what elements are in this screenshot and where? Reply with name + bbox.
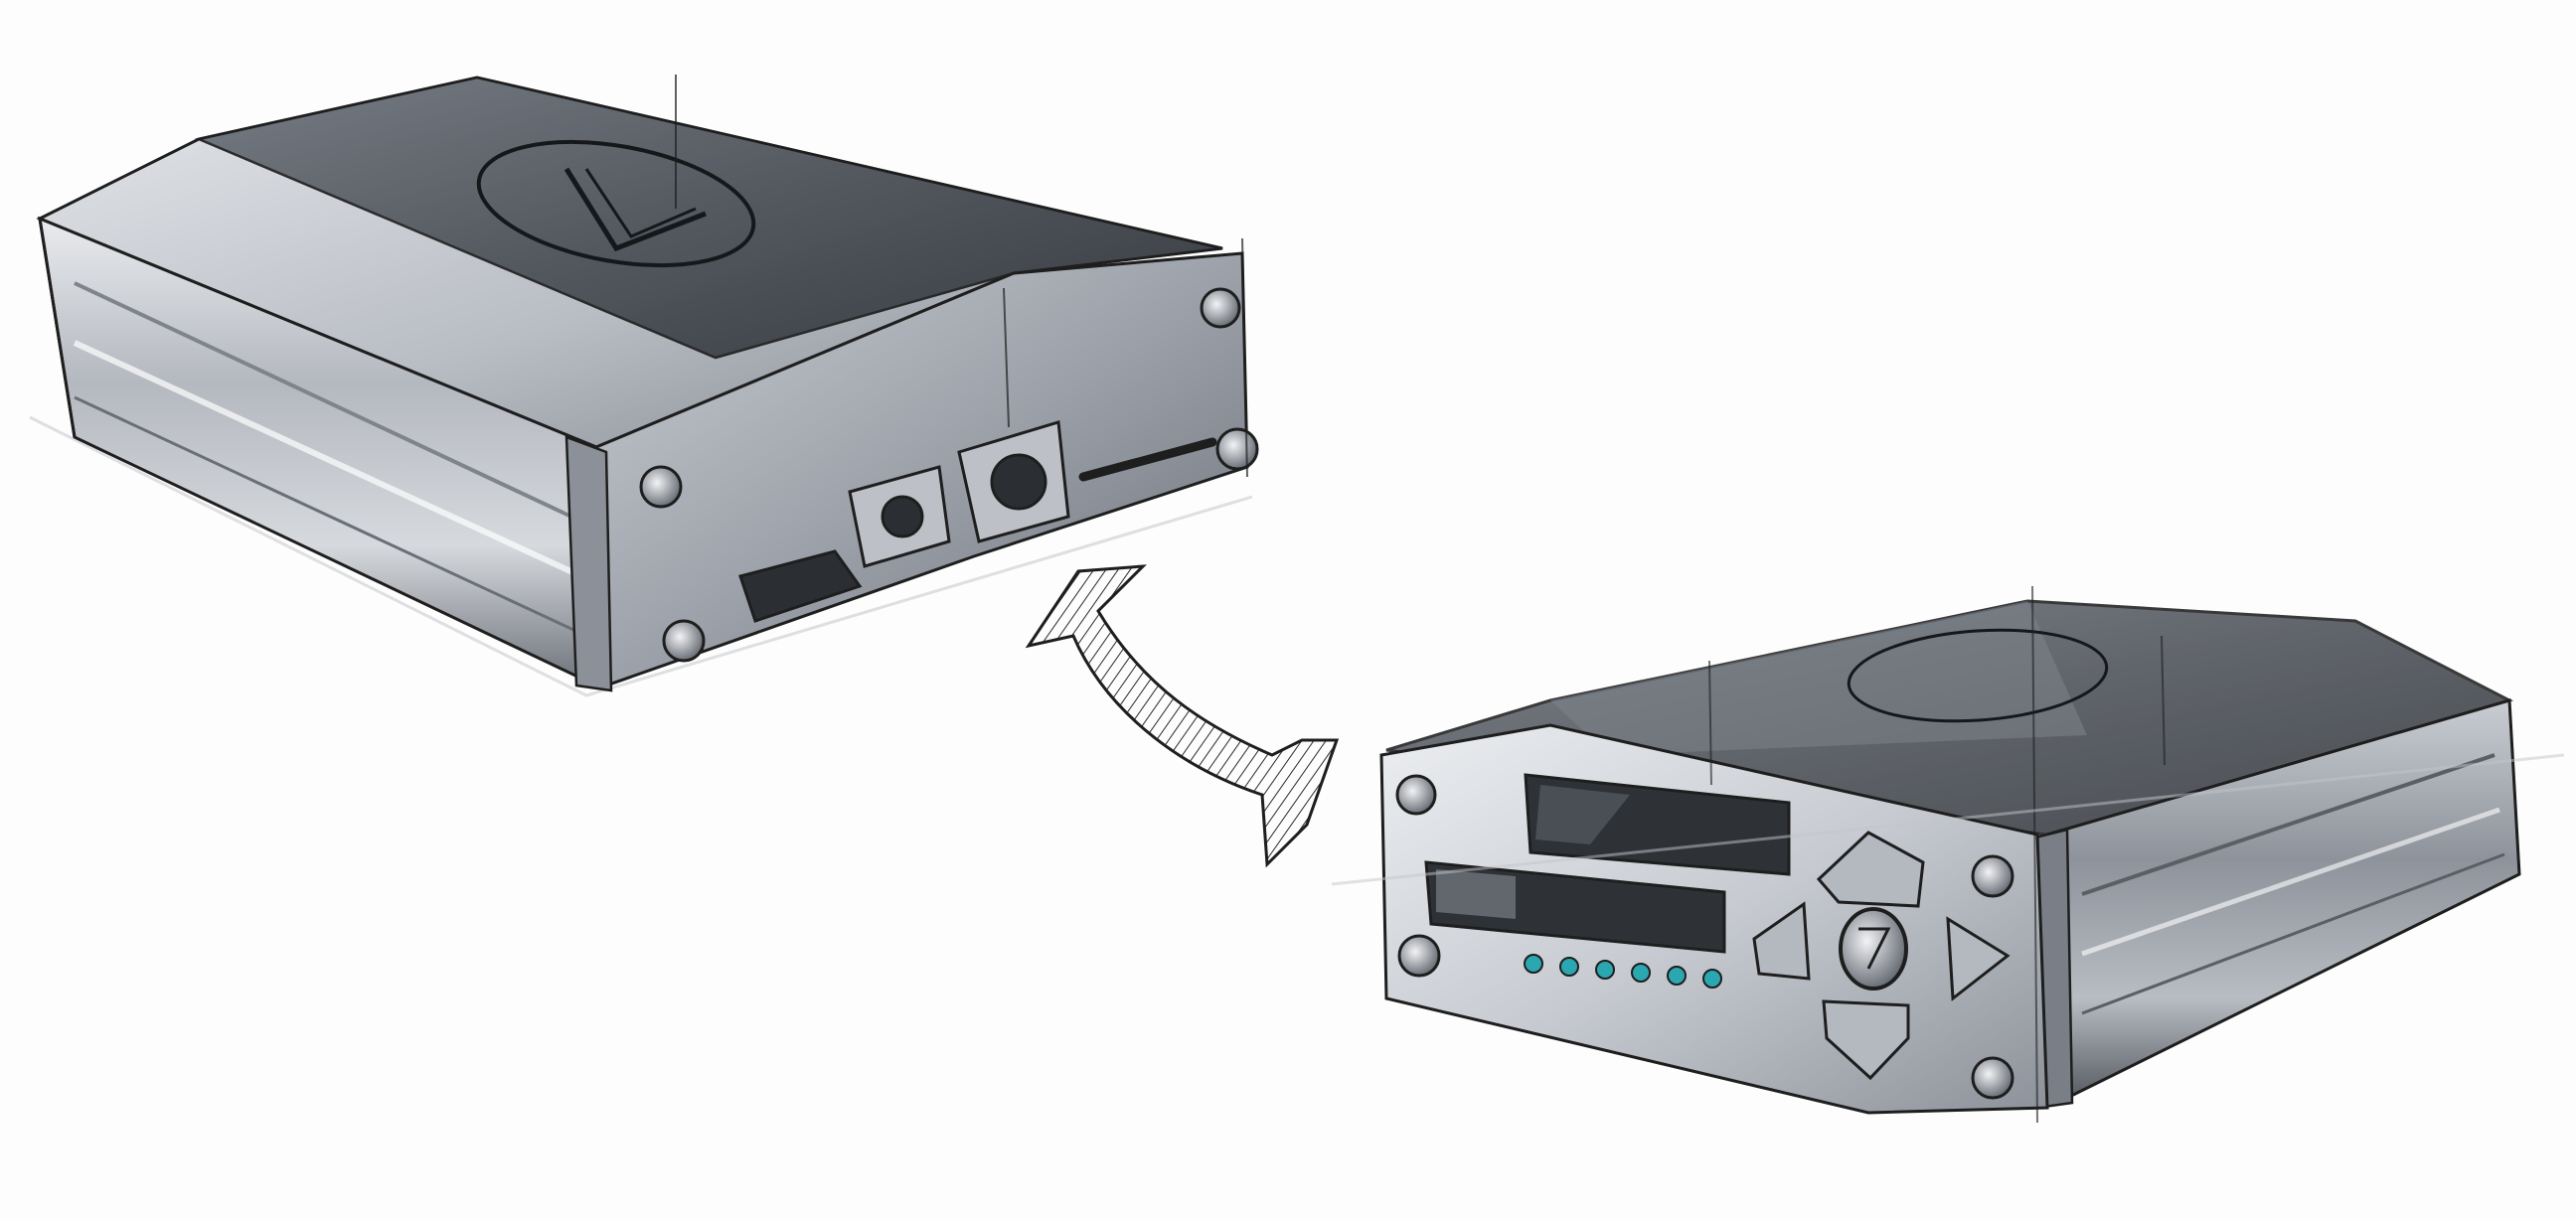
- status-led-icon: [1559, 957, 1579, 977]
- rear-device-top-glass: [194, 76, 1223, 360]
- status-led-icon: [1702, 969, 1722, 989]
- small-round-jack-icon: [848, 465, 951, 568]
- rotation-arrow-icon: [1025, 564, 1340, 868]
- rear-view-device: [29, 75, 1259, 697]
- top-logo: [476, 139, 756, 268]
- large-round-jack-icon: [957, 420, 1070, 543]
- dpad-up-button[interactable]: [1816, 831, 1925, 908]
- hdmi-port-icon: [738, 549, 863, 623]
- status-led-icon: [1631, 963, 1651, 983]
- front-view-device: [1331, 585, 2565, 1124]
- dpad-right-button[interactable]: [1946, 916, 2011, 1001]
- screw-icon: [1395, 774, 2014, 1100]
- status-led-icon: [1524, 954, 1543, 974]
- led-row: [1524, 954, 1722, 989]
- status-led-icon: [1667, 966, 1687, 986]
- dpad-down-button[interactable]: [1822, 999, 1910, 1081]
- dpad-control: [1752, 831, 2011, 1081]
- slot-icon: [1078, 437, 1217, 482]
- center-knob[interactable]: [1839, 907, 1908, 991]
- status-led-icon: [1595, 960, 1615, 980]
- dpad-left-button[interactable]: [1752, 901, 1811, 981]
